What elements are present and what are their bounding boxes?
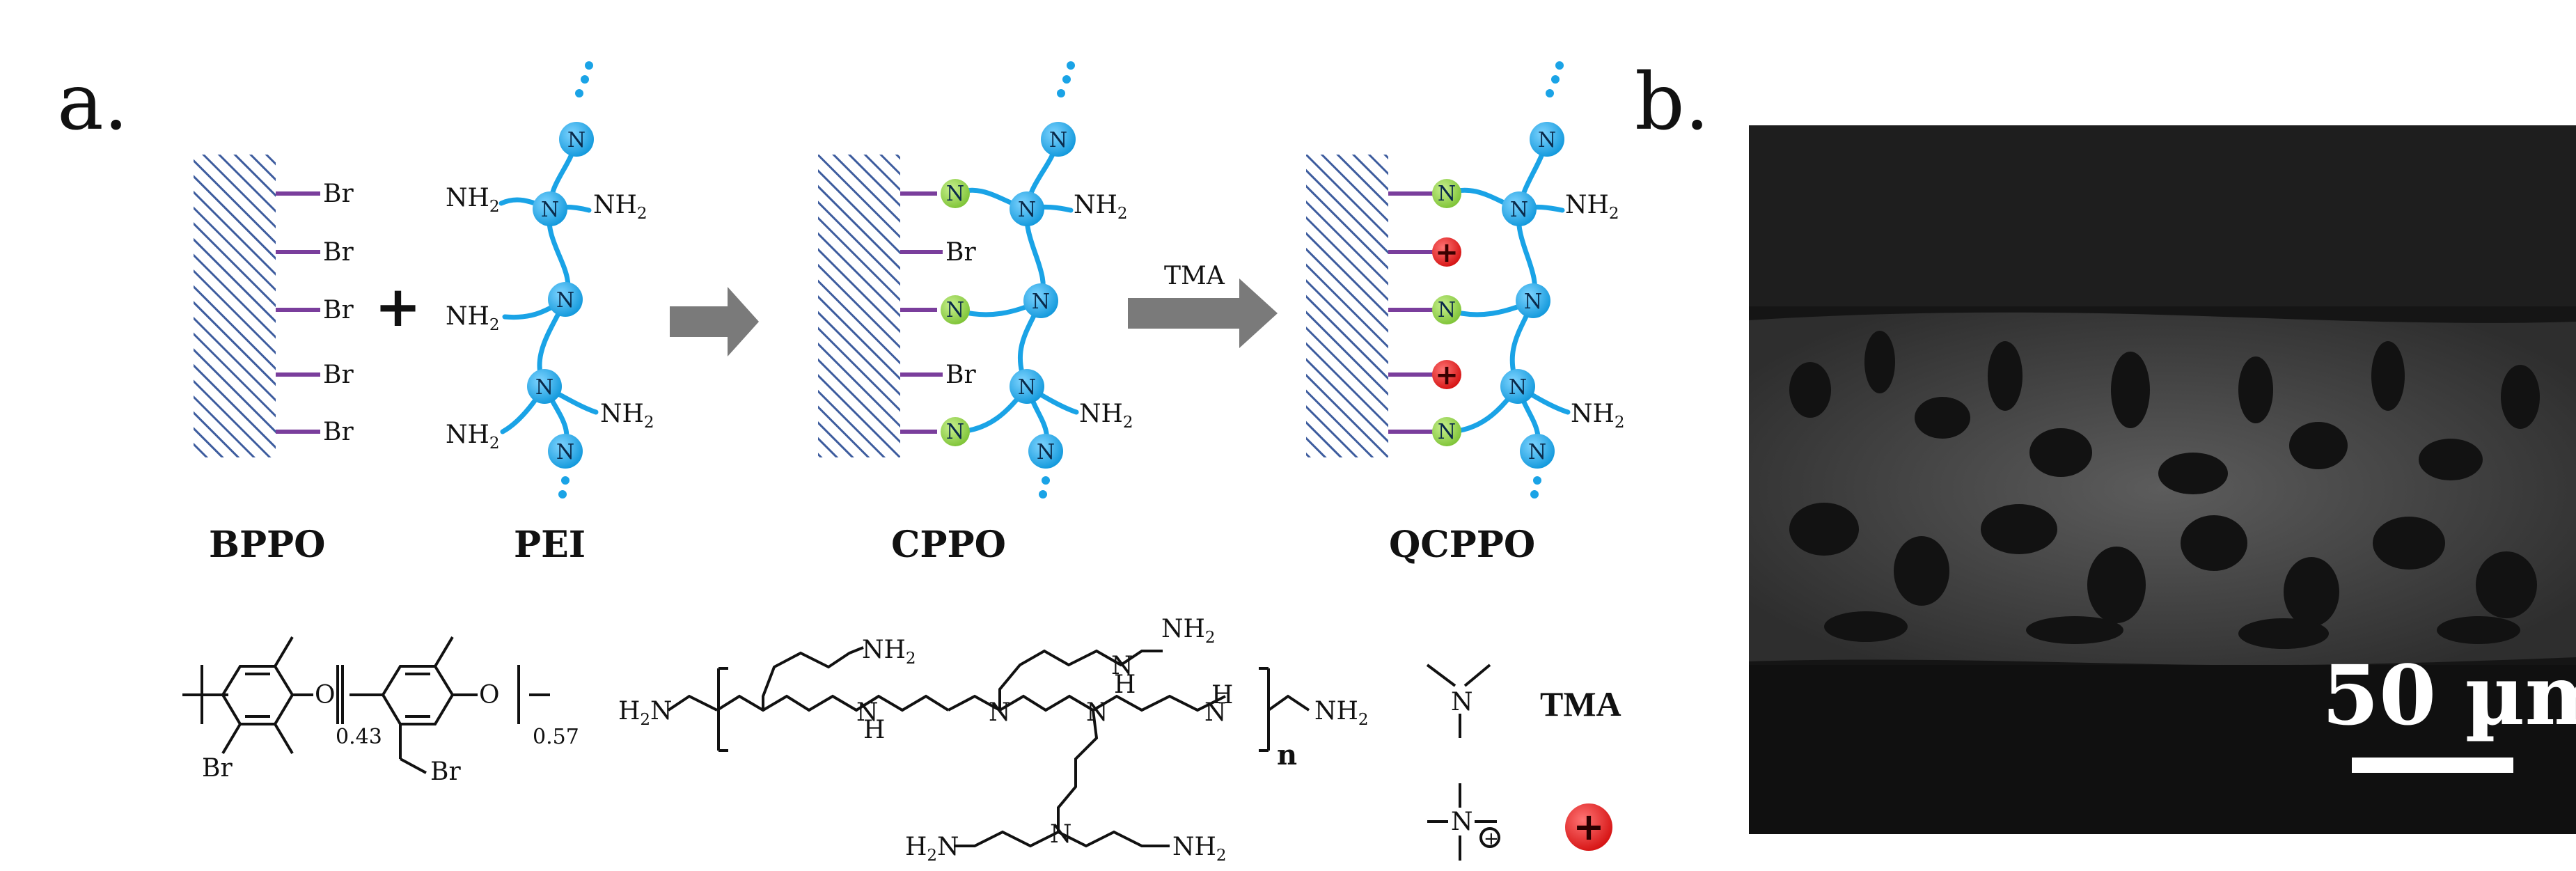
svg-text:N: N <box>1049 128 1067 152</box>
br-group: Br <box>323 238 354 267</box>
svg-text:N: N <box>1037 440 1055 464</box>
tma-label: TMA <box>1540 684 1621 723</box>
n-node-green <box>941 295 970 324</box>
svg-text:Br: Br <box>945 361 976 389</box>
n-node <box>548 434 583 469</box>
bppo-ratio-2: 0.57 <box>533 725 579 749</box>
svg-text:N: N <box>946 420 964 444</box>
cation-icon <box>1432 237 1461 267</box>
svg-text:H2N: H2N <box>905 833 959 865</box>
svg-text:H: H <box>863 716 885 744</box>
svg-text:N: N <box>567 128 586 152</box>
bppo-backbone <box>194 155 276 457</box>
reaction-arrow-tma <box>1128 278 1278 348</box>
svg-text:N: N <box>1509 375 1527 400</box>
svg-text:N: N <box>535 375 553 400</box>
n-node <box>527 369 562 404</box>
svg-text:NH2: NH2 <box>862 636 916 668</box>
svg-text:N: N <box>1438 298 1456 322</box>
svg-text:N: N <box>1528 440 1546 464</box>
svg-text:NH2: NH2 <box>1079 400 1133 432</box>
svg-text:O: O <box>315 681 336 709</box>
svg-text:N: N <box>1111 652 1133 680</box>
svg-text:N: N <box>1451 808 1473 836</box>
svg-text:N: N <box>1438 420 1456 444</box>
n-node <box>533 191 567 226</box>
cation-legend-icon <box>1565 803 1612 851</box>
svg-text:NH2: NH2 <box>446 421 500 453</box>
svg-text:NH2: NH2 <box>1571 400 1625 432</box>
n-node <box>548 282 583 317</box>
qcppo-scheme: N N N + + N N N N N NH2 NH2 <box>1306 61 1625 499</box>
tma-reagent-label: TMA <box>1164 262 1225 290</box>
svg-text:N: N <box>1510 198 1528 222</box>
svg-text:N: N <box>1018 375 1036 400</box>
label-qcppo: QCPPO <box>1389 524 1535 566</box>
scale-bar-label: 50 µm <box>2322 647 2576 744</box>
svg-text:N: N <box>1086 698 1108 727</box>
svg-text:N: N <box>541 198 559 222</box>
svg-text:NH2: NH2 <box>1074 191 1128 223</box>
svg-text:N: N <box>1050 820 1072 849</box>
cation-icon <box>1432 360 1461 389</box>
svg-text:O: O <box>479 681 500 709</box>
bppo-scheme: Br Br Br Br Br <box>194 155 354 457</box>
svg-text:NH2: NH2 <box>1314 697 1369 729</box>
svg-text:N: N <box>556 440 574 464</box>
svg-text:N: N <box>856 698 879 727</box>
svg-text:NH2: NH2 <box>1161 615 1216 647</box>
svg-text:N: N <box>1018 198 1036 222</box>
n-node-green <box>941 179 970 208</box>
svg-text:+: + <box>1435 359 1459 391</box>
svg-text:N: N <box>1032 290 1050 314</box>
svg-text:NH2: NH2 <box>600 400 654 432</box>
svg-text:NH2: NH2 <box>446 184 500 216</box>
svg-text:N: N <box>1524 290 1542 314</box>
plus-sign: + <box>375 274 421 339</box>
svg-text:H: H <box>1211 681 1233 709</box>
repeat-index: n <box>1277 739 1297 771</box>
svg-text:N: N <box>1438 182 1456 206</box>
svg-text:N: N <box>946 298 964 322</box>
scale-bar <box>2352 758 2513 773</box>
svg-text:NH2: NH2 <box>1172 833 1227 865</box>
svg-text:H2N: H2N <box>618 697 673 729</box>
svg-text:N: N <box>946 182 964 206</box>
svg-text:N: N <box>556 288 574 313</box>
n-node <box>559 122 594 157</box>
br-group: Br <box>323 180 354 208</box>
svg-text:+: + <box>1435 237 1459 269</box>
svg-text:NH2: NH2 <box>446 302 500 334</box>
bppo-ratio-1: 0.43 <box>336 725 382 749</box>
panel-label-a: a. <box>57 57 128 148</box>
n-node-green <box>941 417 970 446</box>
label-pei: PEI <box>514 524 586 566</box>
bppo-structure <box>182 636 550 774</box>
panel-label-b: b. <box>1635 57 1709 148</box>
svg-text:Br: Br <box>430 758 461 786</box>
reaction-arrow <box>670 287 759 356</box>
svg-text:Br: Br <box>945 238 976 267</box>
sem-image: 50 µm <box>1749 125 2576 834</box>
svg-text:N: N <box>1204 698 1227 727</box>
svg-text:H: H <box>1114 670 1136 699</box>
svg-text:N: N <box>1538 128 1556 152</box>
label-bppo: BPPO <box>209 524 325 566</box>
svg-text:N: N <box>989 698 1011 727</box>
svg-text:NH2: NH2 <box>1565 191 1619 223</box>
label-cppo: CPPO <box>891 524 1006 566</box>
cppo-scheme: Br Br N N N N N N N N NH2 NH2 <box>818 61 1133 499</box>
svg-text:Br: Br <box>202 754 233 783</box>
svg-text:NH2: NH2 <box>593 191 647 223</box>
tma-structure <box>1426 664 1500 861</box>
pei-scheme: N N N N N NH2 NH2 NH2 NH2 NH2 <box>446 61 654 499</box>
svg-text:+: + <box>1573 805 1604 849</box>
br-group: Br <box>323 296 354 324</box>
svg-text:N: N <box>1451 688 1473 716</box>
br-group: Br <box>323 418 354 446</box>
br-group: Br <box>323 361 354 389</box>
svg-text:+: + <box>1484 829 1499 849</box>
pei-structure <box>667 646 1310 848</box>
